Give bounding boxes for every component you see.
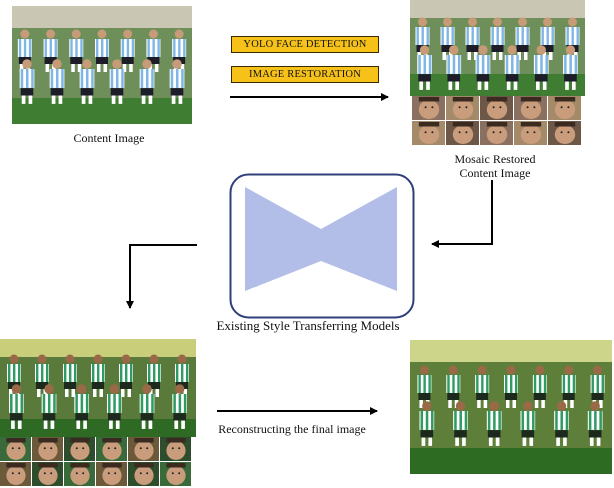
player-figure [504, 365, 518, 408]
mosaic-restored-caption-line2: Content Image [459, 166, 531, 180]
player-figure [417, 45, 432, 90]
player-figure [63, 354, 77, 397]
face-crop [32, 462, 63, 486]
face-crop [514, 121, 547, 145]
player-figure [554, 401, 569, 446]
model-caption: Existing Style Transferring Models [216, 318, 400, 333]
player-figure [453, 401, 468, 446]
player-figure [446, 45, 462, 90]
player-figure [120, 29, 135, 72]
player-figure [419, 401, 435, 446]
face-crop [446, 121, 479, 145]
player-figure [515, 17, 530, 60]
player-figure [533, 45, 549, 90]
player-figure [139, 59, 155, 104]
face-crop [128, 437, 159, 461]
content-image [12, 6, 192, 124]
face-crop [64, 437, 95, 461]
face-crop [32, 437, 63, 461]
player-figure [590, 365, 605, 408]
player-figure [475, 365, 490, 408]
arrow-restored-to-model [431, 180, 493, 248]
player-figure [109, 59, 125, 104]
mosaic-restored-image [410, 0, 585, 150]
image-restoration-box: IMAGE RESTORATION [231, 66, 379, 83]
face-crop [0, 437, 31, 461]
face-crop [412, 96, 445, 120]
player-figure [19, 59, 35, 104]
player-figure [106, 384, 122, 429]
face-crop [480, 96, 513, 120]
player-figure [69, 29, 84, 72]
player-figure [563, 45, 578, 90]
face-crop [96, 462, 127, 486]
face-crop [128, 462, 159, 486]
player-figure [172, 384, 188, 429]
player-figure [475, 45, 491, 90]
player-figure [8, 384, 24, 429]
player-figure [91, 354, 105, 397]
player-figure [146, 29, 161, 72]
face-crop [96, 437, 127, 461]
face-crop [446, 96, 479, 120]
reconstruct-caption: Reconstructing the final image [218, 422, 366, 436]
face-crop [548, 96, 581, 120]
player-figure [119, 354, 133, 397]
player-figure [532, 365, 547, 408]
player-figure [147, 354, 161, 397]
face-crop [0, 462, 31, 486]
player-figure [95, 29, 109, 72]
player-figure [41, 384, 57, 429]
style-transfer-model-box [229, 173, 415, 319]
encoder-decoder-shape [245, 187, 397, 291]
player-figure [561, 365, 576, 408]
player-figure [504, 45, 520, 90]
player-figure [169, 59, 185, 104]
player-figure [43, 29, 58, 72]
player-figure [587, 401, 603, 446]
face-crop [514, 96, 547, 120]
player-figure [520, 401, 536, 446]
yolo-face-detection-box: YOLO FACE DETECTION [231, 36, 379, 53]
player-figure [139, 384, 155, 429]
player-figure [417, 365, 432, 408]
face-crop [160, 437, 191, 461]
player-figure [79, 59, 95, 104]
player-figure [49, 59, 65, 104]
final-image [410, 340, 612, 474]
face-crop [480, 121, 513, 145]
face-crop [412, 121, 445, 145]
player-figure [486, 401, 502, 446]
player-figure [35, 354, 49, 397]
arrow-model-to-stylized [126, 244, 197, 309]
face-crop [548, 121, 581, 145]
player-figure [74, 384, 90, 429]
face-crop [160, 462, 191, 486]
player-figure [490, 17, 505, 60]
content-image-caption: Content Image [73, 131, 145, 145]
mosaic-restored-caption-line1: Mosaic Restored [454, 152, 536, 166]
player-figure [446, 365, 461, 408]
face-crop [64, 462, 95, 486]
stylized-image [0, 339, 196, 487]
